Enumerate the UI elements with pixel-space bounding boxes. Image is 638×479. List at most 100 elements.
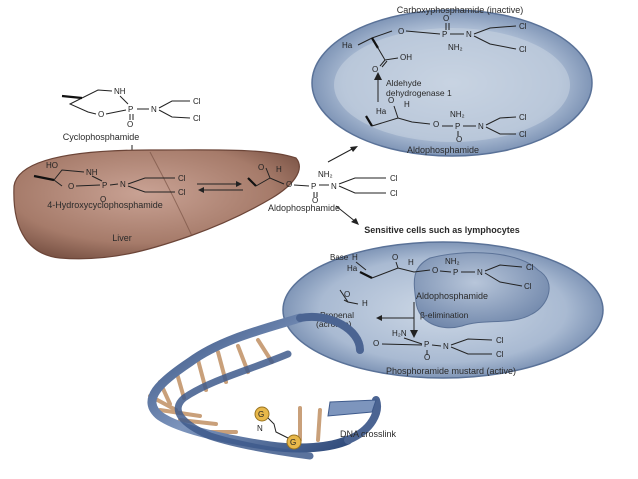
atom-nh: NH [114,87,126,96]
atom-cl: Cl [390,174,398,183]
beta-arrowhead [410,330,418,338]
propenal-label-1: Propenal [320,310,354,320]
beta-elimination-label: β-elimination [420,310,469,320]
atom-n: N [120,180,126,189]
atom-n: N [443,342,449,351]
hydroxycyclophosphamide-label: 4-Hydroxycyclophosphamide [47,200,163,210]
atom-nh2: NH₂ [445,257,460,266]
guanine-bottom-label: G [290,438,296,447]
liver-label: Liver [112,233,132,243]
phosphoramide-mustard-structure: H₂N O P N O Cl Cl [373,329,504,362]
liver [13,149,300,260]
atom-o: O [344,290,350,299]
atom-cl: Cl [524,282,532,291]
atom-nh2: NH₂ [450,110,465,119]
atom-ho: HO [46,161,58,170]
atom-h: H [408,258,414,267]
atom-cl: Cl [193,97,201,106]
atom-p: P [455,122,460,131]
atom-p: P [102,181,107,190]
atom-o: O [398,27,404,36]
aldophosphamide-upper-structure: O H Ha O P NH₂ N Cl Cl O [365,96,527,144]
atom-o: O [98,110,104,119]
atom-n: N [151,105,157,114]
atom-p: P [311,182,316,191]
atom-ha: Ha [347,264,358,273]
dna-helix [147,312,381,460]
cyclophosphamide-structure: NH O P O N Cl Cl [61,87,201,129]
atom-o: O [373,339,379,348]
guanine-top [254,406,270,422]
guanine-top-label: G [258,410,264,419]
hydroxycyclophosphamide-structure: HO NH O P N O Cl Cl [33,161,186,204]
aldophosphamide-center-structure: O H O P NH₂ N O Cl Cl [247,163,398,205]
atom-h: H [362,299,368,308]
atom-o: O [372,65,378,74]
atom-n: N [466,30,472,39]
sensitive-cells-label: Sensitive cells such as lymphocytes [364,225,520,235]
atom-cl: Cl [526,263,534,272]
dna-crosslink-label: DNA crosslink [340,429,397,439]
atom-cl: Cl [519,22,527,31]
atom-o: O [392,253,398,262]
propenal-structure: O H [339,289,368,308]
upper-cell [311,9,593,157]
carboxyphosphamide-structure: O P N Cl Cl NH₂ O Ha O OH [342,14,527,74]
atom-o: O [433,120,439,129]
atom-nh2: NH₂ [448,43,463,52]
atom-p: P [424,340,429,349]
atom-o: O [286,180,292,189]
atom-nh: NH [86,168,98,177]
lower-cell-structure: Base H Ha O H O P NH₂ N Cl Cl [330,253,534,291]
atom-cl: Cl [519,130,527,139]
atom-cl: Cl [519,113,527,122]
atom-o: O [432,266,438,275]
atom-n: N [477,268,483,277]
atom-h: H [276,165,282,174]
mustard-label: Phosphoramide mustard (active) [386,366,516,376]
atom-o: O [443,14,449,23]
atom-o: O [456,135,462,144]
aldophosphamide-top-label: Aldophosphamide [407,145,479,155]
arrow-to-upper-cell [327,147,355,163]
atom-nh2: NH₂ [318,170,333,179]
aldh-label-1: Aldehyde [386,78,422,88]
dna-crosslink: G G N [254,406,302,450]
atom-o: O [68,182,74,191]
arrowhead-down [351,218,359,225]
atom-o: O [312,196,318,205]
atom-o: O [258,163,264,172]
atom-h2n: H₂N [392,329,407,338]
atom-o: O [127,120,133,129]
atom-n: N [478,122,484,131]
propenal-arrowhead [376,315,382,321]
atom-cl: Cl [178,188,186,197]
atom-h: H [404,100,410,109]
atom-cl: Cl [496,336,504,345]
arrow-to-lower-cell [335,205,357,223]
aldophosphamide-center-label: Aldophosphamide [268,203,340,213]
atom-h: H [352,253,358,262]
atom-o: O [100,195,106,204]
atom-o: O [424,353,430,362]
atom-cl: Cl [519,45,527,54]
base-label: Base [330,253,349,262]
aldh-arrowhead [374,72,382,80]
guanine-bottom [286,434,302,450]
atom-ha: Ha [342,41,353,50]
atom-cl: Cl [496,350,504,359]
atom-cl: Cl [193,114,201,123]
atom-cl: Cl [178,174,186,183]
atom-p: P [128,105,133,114]
atom-oh: OH [400,53,412,62]
atom-ha: Ha [376,107,387,116]
cyclophosphamide-label: Cyclophosphamide [63,132,140,142]
equilibrium-arrows [197,181,243,193]
aldh-label-2: dehydrogenase 1 [386,88,452,98]
aldophosphamide-bottom-label: Aldophosphamide [416,291,488,301]
atom-cl: Cl [390,189,398,198]
atom-p: P [442,30,447,39]
atom-n: N [331,182,337,191]
